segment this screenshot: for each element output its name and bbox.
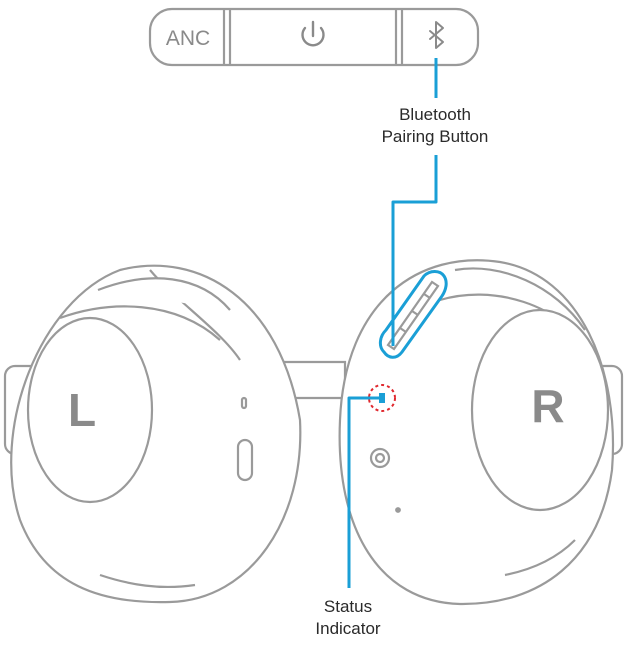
bluetooth-callout-line2: Pairing Button [355,126,515,148]
status-callout-line1: Status [288,596,408,618]
bluetooth-pairing-callout: Bluetooth Pairing Button [355,104,515,148]
left-earcup [5,266,300,602]
right-earcup-letter: R [531,380,564,432]
bluetooth-callout-line1: Bluetooth [355,104,515,126]
anc-button-label: ANC [166,27,210,50]
left-earcup-letter: L [68,384,96,436]
right-earcup [340,260,622,604]
status-indicator-callout: Status Indicator [288,596,408,640]
status-callout-line2: Indicator [288,618,408,640]
